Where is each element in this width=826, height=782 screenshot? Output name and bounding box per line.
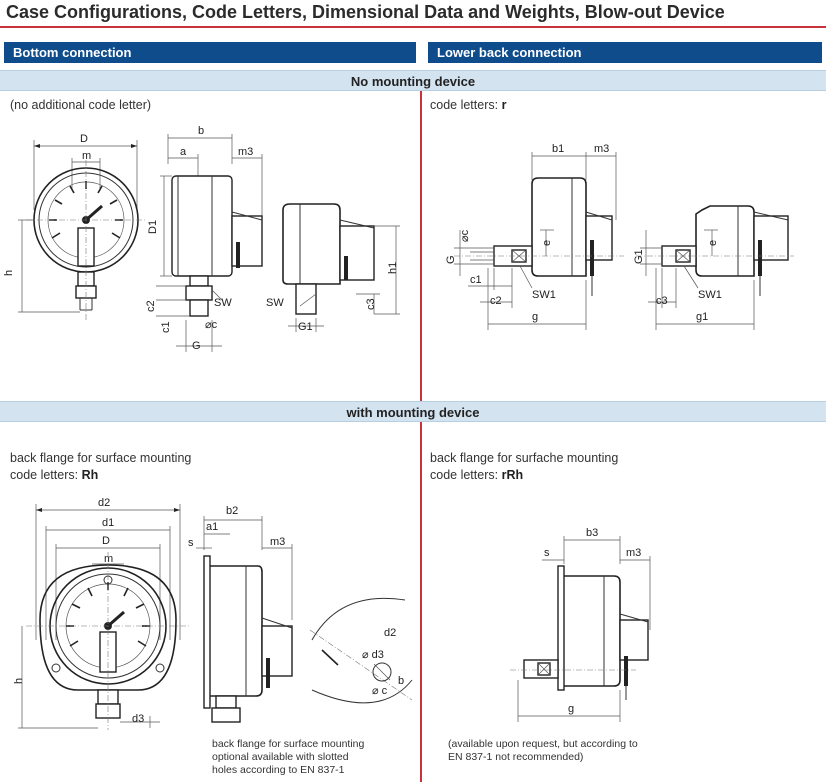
dim-m-mount: m (104, 553, 113, 565)
dim-m: m (82, 150, 91, 162)
dim-a1: a1 (206, 521, 218, 533)
drawing-bottom-mounting: d2 d1 D m h d3 b2 a1 s m3 d2 (13, 497, 413, 730)
dim-G: G (192, 340, 201, 352)
dim-c3-r: c3 (656, 295, 668, 307)
detail-b: b (398, 675, 404, 687)
dim-h1: h1 (387, 262, 399, 274)
caption-code-rRh: code letters: rRh (430, 468, 524, 482)
dim-G-r: G (445, 255, 457, 264)
caption-code-Rh: code letters: Rh (10, 468, 99, 482)
caption-no-code-letter: (no additional code letter) (10, 98, 152, 112)
dim-d3: d3 (132, 713, 144, 725)
label-SW1: SW1 (532, 289, 556, 301)
label-SW: SW (214, 297, 232, 309)
column-divider-bottom (420, 422, 422, 782)
column-divider-top (420, 91, 422, 401)
dim-b2: b2 (226, 505, 238, 517)
drawing-lower-back-mounting: b3 s m3 g (510, 527, 651, 722)
detail-phi-d3: ⌀ d3 (362, 649, 384, 661)
dim-e-2: e (707, 240, 719, 246)
note-slotted-holes: back flange for surface mounting optiona… (212, 738, 365, 776)
dim-d2: d2 (98, 497, 110, 509)
detail-d2: d2 (384, 627, 396, 639)
dim-c2-r: c2 (490, 295, 502, 307)
caption-code-r: code letters: r (430, 98, 507, 112)
band-no-mounting-device: No mounting device (0, 70, 826, 91)
dim-s: s (188, 537, 194, 549)
dim-g1: g1 (696, 311, 708, 323)
dim-D1: D1 (147, 220, 159, 234)
dim-phi-c-r: ⌀c (459, 229, 471, 242)
dim-g-rRh: g (568, 703, 574, 715)
dim-h: h (3, 270, 15, 276)
dim-g: g (532, 311, 538, 323)
dim-d1: d1 (102, 517, 114, 529)
dim-m3: m3 (238, 146, 253, 158)
caption-back-flange-r: back flange for surfache mounting (430, 451, 619, 465)
dim-b1: b1 (552, 143, 564, 155)
dim-m3-mount: m3 (270, 536, 285, 548)
drawing-lower-back-connection: b1 m3 e G ⌀c c1 c2 SW1 g e G1 c3 SW1 g1 (445, 143, 794, 330)
dim-c2: c2 (145, 300, 157, 312)
dim-phi-c: ⌀c (205, 319, 218, 331)
label-SW1-2: SW1 (698, 289, 722, 301)
dim-D-mount: D (102, 535, 110, 547)
dim-e: e (541, 240, 553, 246)
caption-back-flange: back flange for surface mounting (10, 451, 192, 465)
dim-G1: G1 (298, 321, 313, 333)
detail-phi-c: ⌀ c (372, 685, 388, 697)
code-letter-Rh: Rh (81, 468, 99, 482)
header-lower-back-connection: Lower back connection (428, 42, 822, 63)
label-SW-2: SW (266, 297, 284, 309)
dim-m3-rRh: m3 (626, 547, 641, 559)
dim-h-mount: h (13, 678, 25, 684)
dim-b3: b3 (586, 527, 598, 539)
page-title: Case Configurations, Code Letters, Dimen… (6, 2, 725, 22)
dim-c1: c1 (160, 321, 172, 333)
dim-c3: c3 (365, 298, 377, 310)
code-letter-r: r (501, 98, 507, 112)
dim-b: b (198, 125, 204, 137)
dim-c1-r: c1 (470, 274, 482, 286)
dim-G1-r: G1 (633, 249, 645, 264)
title-rule (0, 26, 826, 28)
header-bottom-connection: Bottom connection (4, 42, 416, 63)
dim-s-r: s (544, 547, 550, 559)
drawing-bottom-connection: D m h b a m3 D1 c2 c1 SW (3, 125, 400, 352)
dim-a: a (180, 146, 187, 158)
band-with-mounting-device: with mounting device (0, 401, 826, 422)
code-letter-rRh: rRh (501, 468, 524, 482)
dim-m3-r: m3 (594, 143, 609, 155)
note-en837: (available upon request, but according t… (448, 738, 638, 763)
dim-D: D (80, 133, 88, 145)
